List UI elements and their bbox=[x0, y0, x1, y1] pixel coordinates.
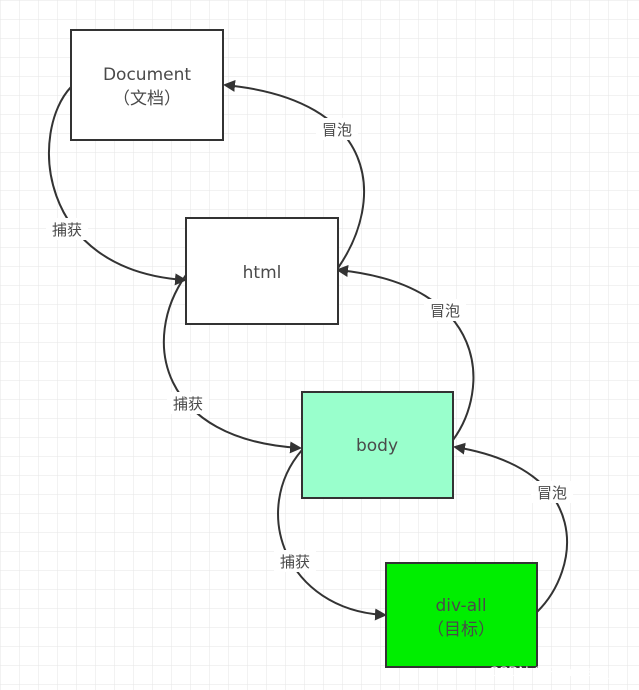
node-body-title: body bbox=[356, 436, 398, 456]
watermark: CSDN @Princess_ya bbox=[489, 663, 623, 679]
edge-label-capture-3: 捕获 bbox=[280, 553, 310, 571]
node-body: body bbox=[301, 391, 454, 499]
node-div-all-title: div-all bbox=[435, 596, 486, 616]
edge-label-capture-2: 捕获 bbox=[173, 395, 203, 413]
node-div-all-box bbox=[385, 562, 538, 668]
node-document: Document （文档） bbox=[70, 29, 224, 141]
node-html-title: html bbox=[243, 263, 282, 283]
edge-capture-1 bbox=[48, 86, 187, 286]
node-html-box bbox=[185, 217, 339, 325]
edge-label-bubble-3: 冒泡 bbox=[537, 484, 567, 502]
edge-label-capture-1: 捕获 bbox=[52, 221, 82, 239]
node-document-subtitle: （文档） bbox=[113, 89, 181, 109]
edge-bubble-1 bbox=[223, 79, 365, 269]
edges bbox=[48, 79, 568, 621]
edge-bubble-3 bbox=[453, 442, 568, 613]
node-div-all-subtitle: （目标） bbox=[427, 620, 495, 640]
node-body-box bbox=[301, 391, 454, 499]
node-div-all: div-all （目标） bbox=[385, 562, 538, 668]
edge-bubble-2 bbox=[336, 265, 475, 441]
edge-label-bubble-1: 冒泡 bbox=[322, 121, 352, 139]
edge-capture-2 bbox=[163, 274, 302, 454]
edge-labels: 捕获 冒泡 捕获 冒泡 捕获 冒泡 bbox=[46, 118, 573, 572]
node-document-box bbox=[70, 29, 224, 141]
edge-label-bubble-2: 冒泡 bbox=[430, 302, 460, 320]
node-document-title: Document bbox=[103, 65, 191, 85]
node-html: html bbox=[185, 217, 339, 325]
